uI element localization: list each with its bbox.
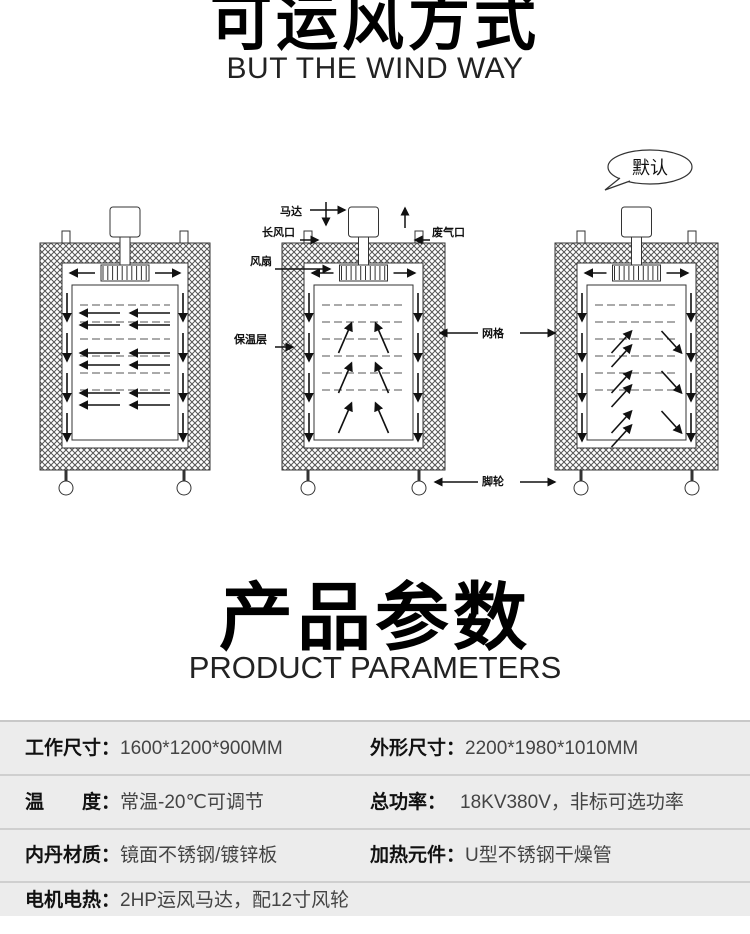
airflow-arrow xyxy=(610,369,633,394)
airflow-arrow xyxy=(337,401,353,434)
param-value: 镜面不锈钢/镀锌板 xyxy=(120,845,278,866)
airflow-arrow xyxy=(374,361,390,394)
airflow-diagram: 默认 马达 长风口 废气口 风扇 保温层 网格 脚轮 xyxy=(39,149,719,496)
param-value: 1600*1200*900MM xyxy=(120,738,283,759)
table-row: 内丹材质：镜面不锈钢/镀锌板 加热元件：U型不锈钢干燥管 xyxy=(0,829,750,883)
airflow-arrow xyxy=(660,370,683,395)
section-title: 可运风方式 xyxy=(209,0,540,59)
airflow-arrow xyxy=(337,361,353,394)
airflow-arrow xyxy=(660,330,683,355)
label-grid: 网格 xyxy=(482,326,505,340)
label-exhaust: 废气口 xyxy=(432,225,465,239)
label-insulation: 保温层 xyxy=(233,332,267,346)
label-inlet: 长风口 xyxy=(262,225,295,239)
param-key: 内丹材质： xyxy=(25,844,121,866)
airflow-arrow xyxy=(610,329,633,354)
table-row: 温 度：常温-20℃可调节 总功率： 18KV380V，非标可选功率 xyxy=(0,776,750,830)
bubble-text: 默认 xyxy=(632,158,668,179)
label-motor: 马达 xyxy=(280,204,302,218)
table-row: 电机电热：2HP运风马达，配12寸风轮 xyxy=(0,882,750,934)
param-key: 工作尺寸： xyxy=(25,737,121,759)
label-fan: 风扇 xyxy=(250,254,272,268)
param-key: 外形尺寸： xyxy=(370,737,466,759)
oven-diagonal xyxy=(554,206,719,496)
param-key: 加热元件： xyxy=(370,844,466,866)
param-key: 总功率： xyxy=(370,791,447,813)
parameter-table: 工作尺寸：1600*1200*900MM 外形尺寸：2200*1980*1010… xyxy=(0,720,750,916)
airflow-arrow xyxy=(374,401,390,434)
section-title: 产品参数 xyxy=(219,575,531,661)
airflow-arrow xyxy=(610,409,633,434)
airflow-arrow xyxy=(610,423,633,448)
param-value: 18KV380V，非标可选功率 xyxy=(460,792,684,813)
param-value: 2200*1980*1010MM xyxy=(465,738,639,759)
table-row: 工作尺寸：1600*1200*900MM 外形尺寸：2200*1980*1010… xyxy=(0,722,750,776)
oven-horizontal xyxy=(39,206,211,496)
param-value: 2HP运风马达，配12寸风轮 xyxy=(120,890,350,911)
airflow-arrow xyxy=(660,410,683,435)
airflow-arrow xyxy=(337,321,353,354)
speech-bubble: 默认 xyxy=(604,149,693,191)
airflow-arrow xyxy=(610,383,633,408)
param-value: U型不锈钢干燥管 xyxy=(465,845,612,866)
param-key: 电机电热： xyxy=(25,889,121,911)
label-wheel: 脚轮 xyxy=(482,474,504,488)
oven-vertical xyxy=(281,206,446,496)
section-subtitle: PRODUCT PARAMETERS xyxy=(188,650,562,685)
param-value: 常温-20℃可调节 xyxy=(120,792,264,813)
section-subtitle: BUT THE WIND WAY xyxy=(226,52,524,85)
param-key: 温 度： xyxy=(25,791,121,813)
airflow-arrow xyxy=(610,343,633,368)
airflow-arrow xyxy=(374,321,390,354)
